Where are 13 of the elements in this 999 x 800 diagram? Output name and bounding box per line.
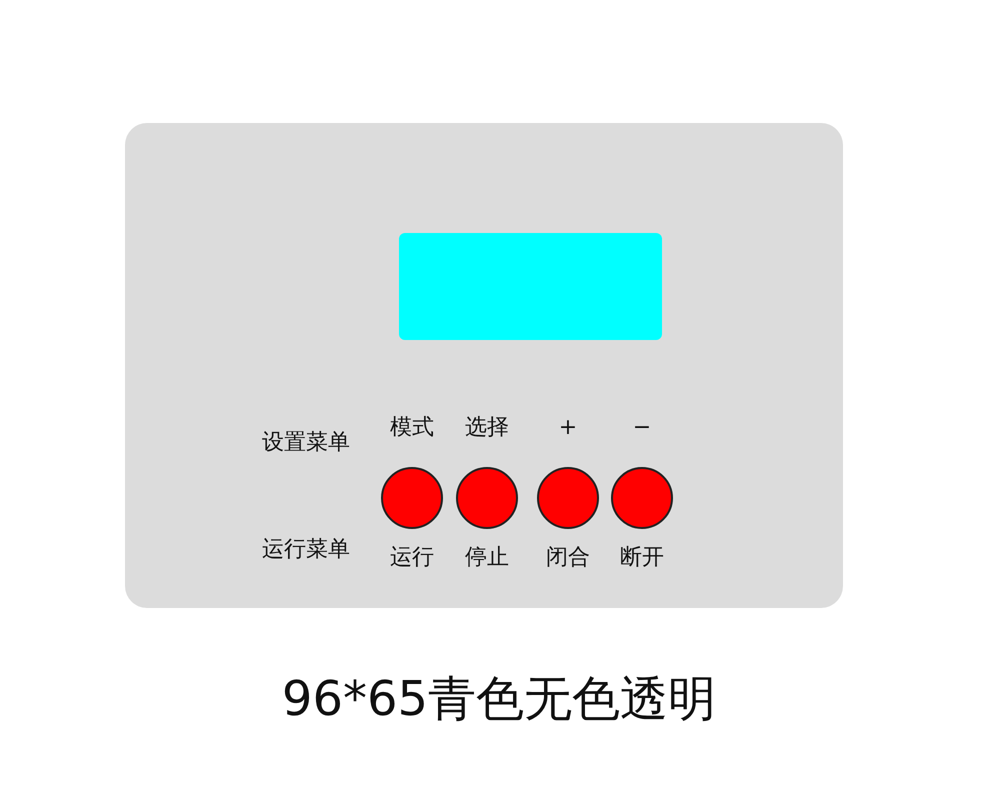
button-label: −: [632, 415, 652, 441]
caption: 96*65青色无色透明: [282, 670, 716, 728]
menu-label: 设置菜单: [262, 430, 350, 456]
display-screen: [399, 233, 662, 340]
menu-label: 运行菜单: [262, 537, 350, 563]
button-label: 断开: [620, 545, 664, 571]
control-panel: [125, 123, 843, 608]
button-label: +: [558, 415, 578, 441]
button-label: 运行: [390, 545, 434, 571]
button-label: 停止: [465, 545, 509, 571]
button-label: 模式: [390, 415, 434, 441]
button-label: 闭合: [546, 545, 590, 571]
button-label: 选择: [465, 415, 509, 441]
